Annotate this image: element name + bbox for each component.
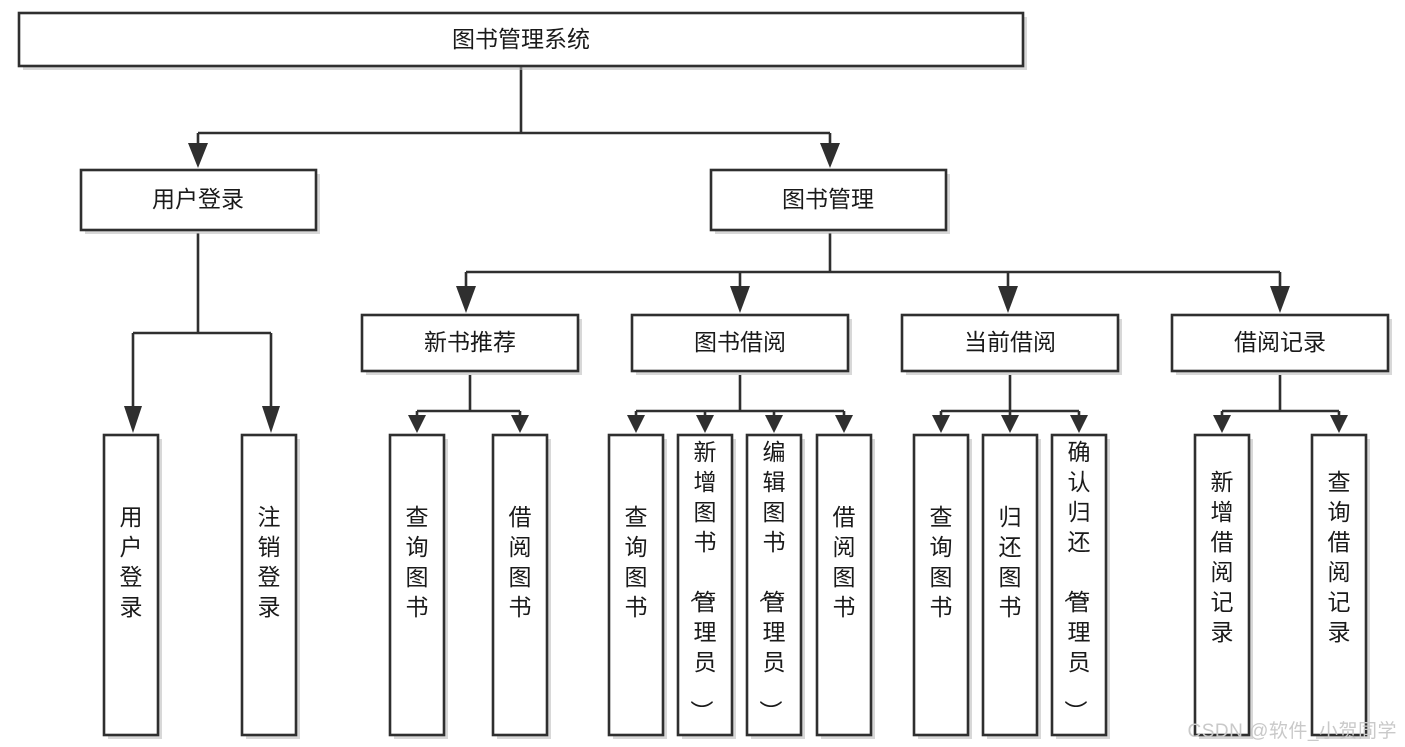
arrow-book-borrow-leaf-3	[765, 415, 783, 433]
node-book-borrow[interactable]: 图书借阅	[630, 313, 852, 375]
leaf-rect[interactable]	[607, 433, 665, 737]
leaf-label: 新增图书（管理员）	[689, 439, 717, 723]
root-label: 图书管理系统	[452, 26, 590, 52]
leaf-label: 注销登录	[258, 504, 281, 620]
leaf-current-borrow-confirm[interactable]: 确认归还（管理员）	[1050, 433, 1110, 739]
leaf-rect[interactable]	[102, 433, 160, 737]
arrow-root-to-book-mgmt	[820, 143, 840, 168]
leaf-rect[interactable]	[912, 433, 970, 737]
arrow-book-borrow-leaf-1	[627, 415, 645, 433]
arrow-current-borrow-leaf-3	[1070, 415, 1088, 433]
arrow-borrow-record-leaf-1	[1213, 415, 1231, 433]
current-borrow-rect[interactable]	[900, 313, 1120, 373]
leaf-rect[interactable]	[1193, 433, 1251, 737]
book-management-label: 图书管理	[782, 186, 874, 212]
arrow-new-book-leaf-2	[511, 415, 529, 433]
arrow-to-new-book-recommend	[456, 286, 476, 313]
leaf-rect[interactable]	[1050, 433, 1108, 737]
leaf-rect[interactable]	[676, 433, 734, 737]
leaf-rect[interactable]	[491, 433, 549, 737]
leaf-label: 借阅图书	[833, 504, 856, 620]
book-borrow-label: 图书借阅	[694, 329, 786, 355]
book-management-rect[interactable]	[709, 168, 948, 232]
leaf-label: 查询图书	[625, 504, 648, 620]
node-new-book-recommend[interactable]: 新书推荐	[360, 313, 582, 375]
user-login-rect[interactable]	[79, 168, 318, 232]
borrow-record-rect[interactable]	[1170, 313, 1390, 373]
node-user-login[interactable]: 用户登录	[79, 168, 320, 234]
current-borrow-label: 当前借阅	[964, 329, 1056, 355]
leaf-label: 查询图书	[930, 504, 953, 620]
arrow-borrow-record-leaf-2	[1330, 415, 1348, 433]
leaf-rect[interactable]	[240, 433, 298, 737]
csdn-watermark: CSDN @软件_小贺同学	[1187, 721, 1397, 742]
book-borrow-rect[interactable]	[630, 313, 850, 373]
connector-layer	[124, 67, 1348, 433]
leaf-current-borrow-query[interactable]: 查询图书	[912, 433, 972, 739]
arrow-book-borrow-leaf-2	[696, 415, 714, 433]
new-book-recommend-label: 新书推荐	[424, 329, 516, 355]
user-login-label: 用户登录	[152, 186, 244, 212]
arrow-to-current-borrow	[998, 286, 1018, 313]
leaf-label: 归还图书	[999, 504, 1022, 620]
leaf-label: 查询借阅记录	[1328, 469, 1351, 645]
new-book-recommend-rect[interactable]	[360, 313, 580, 373]
leaf-user-login-login[interactable]: 用户登录	[102, 433, 162, 739]
leaf-borrow-record-query[interactable]: 查询借阅记录	[1310, 433, 1370, 739]
arrow-book-borrow-leaf-4	[835, 415, 853, 433]
leaf-new-book-query[interactable]: 查询图书	[388, 433, 448, 739]
arrow-new-book-leaf-1	[408, 415, 426, 433]
leaf-user-login-logout[interactable]: 注销登录	[240, 433, 300, 739]
leaf-label: 确认归还（管理员）	[1063, 439, 1091, 723]
leaf-label: 编辑图书（管理员）	[758, 439, 786, 723]
node-root[interactable]: 图书管理系统	[17, 11, 1027, 70]
node-current-borrow[interactable]: 当前借阅	[900, 313, 1122, 375]
arrow-current-borrow-leaf-1	[932, 415, 950, 433]
leaf-book-borrow-add[interactable]: 新增图书（管理员）	[676, 433, 736, 739]
leaf-rect[interactable]	[388, 433, 446, 737]
arrow-current-borrow-leaf-2	[1001, 415, 1019, 433]
arrow-root-to-user-login	[188, 143, 208, 168]
node-borrow-record[interactable]: 借阅记录	[1170, 313, 1392, 375]
borrow-record-label: 借阅记录	[1234, 329, 1326, 355]
leaf-label: 新增借阅记录	[1211, 469, 1234, 645]
leaf-rect[interactable]	[981, 433, 1039, 737]
leaf-rect[interactable]	[745, 433, 803, 737]
node-book-management[interactable]: 图书管理	[709, 168, 950, 234]
arrow-to-borrow-record	[1270, 286, 1290, 313]
leaf-label: 用户登录	[120, 504, 143, 620]
leaf-current-borrow-return[interactable]: 归还图书	[981, 433, 1041, 739]
leaf-rect[interactable]	[1310, 433, 1368, 737]
leaf-borrow-record-add[interactable]: 新增借阅记录	[1193, 433, 1253, 739]
leaf-label: 借阅图书	[509, 504, 532, 620]
arrow-to-book-borrow	[730, 286, 750, 313]
leaf-rect[interactable]	[815, 433, 873, 737]
leaf-label: 查询图书	[406, 504, 429, 620]
arrow-to-leaf-user-login	[124, 406, 142, 433]
leaf-book-borrow-edit[interactable]: 编辑图书（管理员）	[745, 433, 805, 739]
leaf-book-borrow-borrow[interactable]: 借阅图书	[815, 433, 875, 739]
arrow-to-leaf-logout	[262, 406, 280, 433]
leaf-new-book-borrow[interactable]: 借阅图书	[491, 433, 551, 739]
root-rect[interactable]	[17, 11, 1025, 68]
leaf-book-borrow-query[interactable]: 查询图书	[607, 433, 667, 739]
